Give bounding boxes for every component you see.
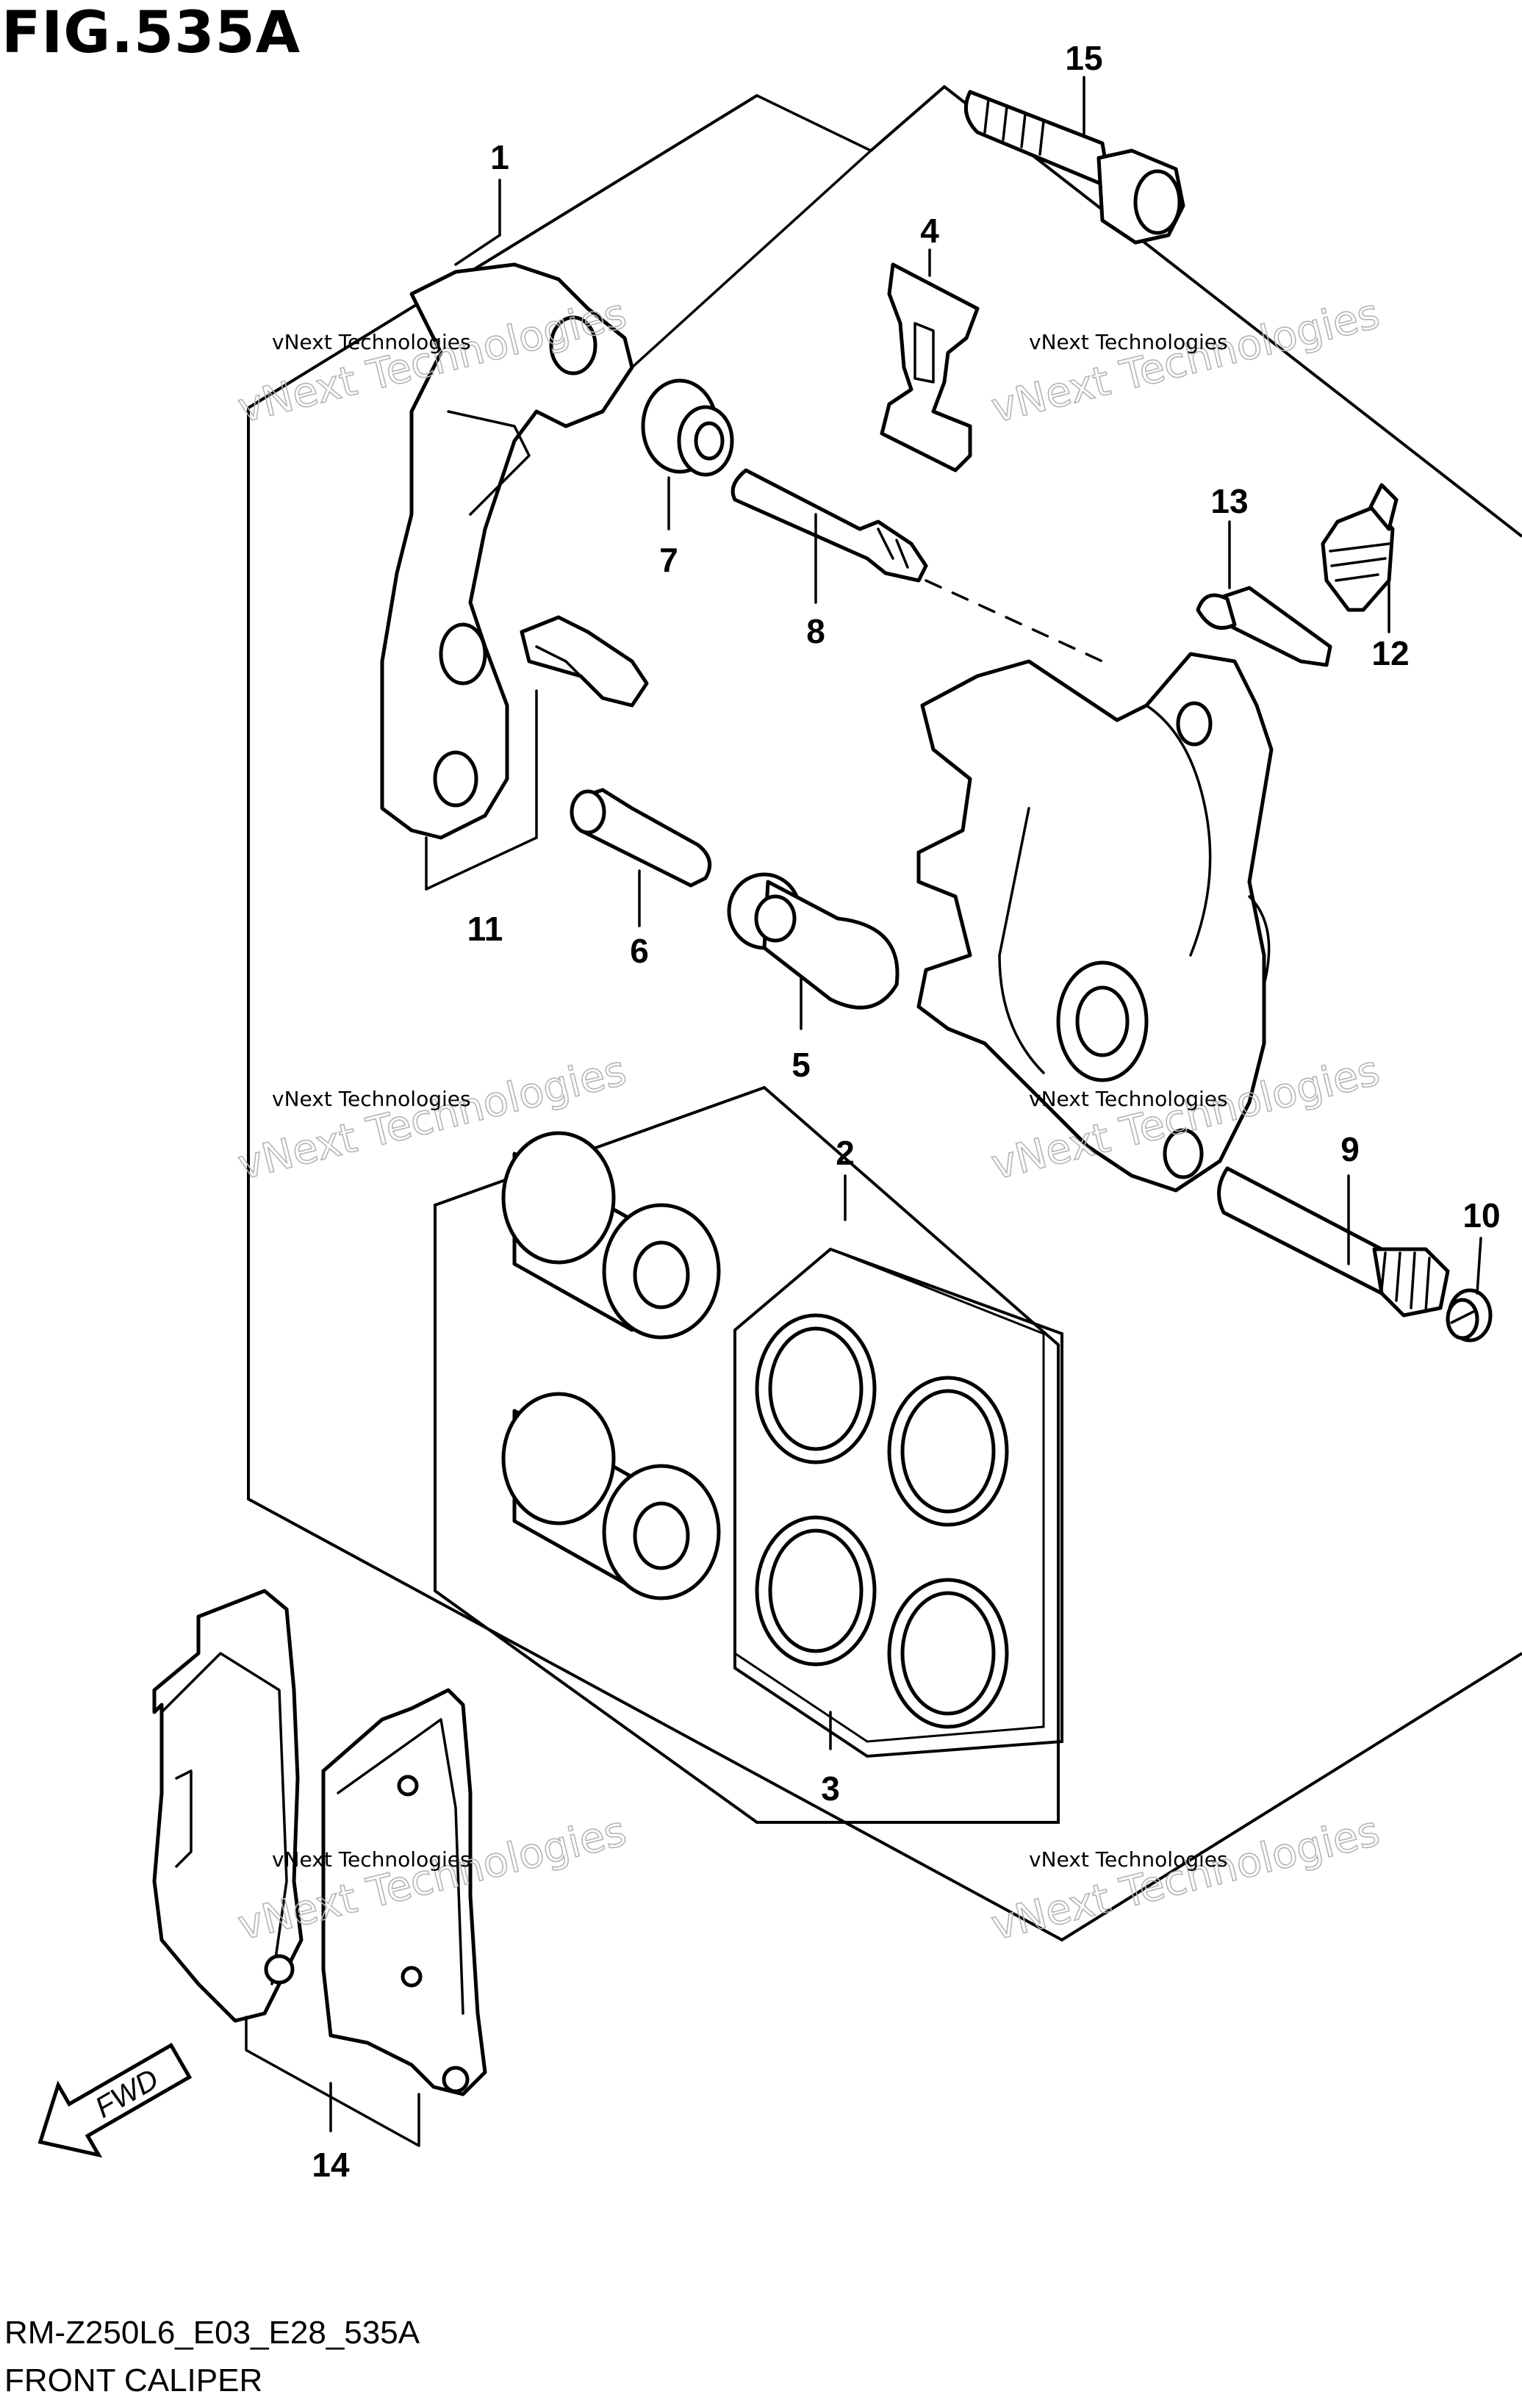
caliper-body-part	[916, 652, 1274, 1193]
piston-upper-part	[501, 1131, 721, 1340]
callout-1: 1	[490, 138, 509, 176]
watermark-small-5: vNext Technologies	[272, 1847, 471, 1872]
forward-direction-arrow: FWD	[37, 2042, 193, 2158]
callout-15: 15	[1065, 39, 1102, 77]
callout-numbers: 1 2 3 4 5 6 7 8 9 10 11 12 13 14 15	[312, 39, 1500, 2184]
callout-14: 14	[312, 2146, 350, 2184]
callout-2: 2	[836, 1134, 855, 1172]
model-code: RM-Z250L6_E03_E28_535A	[4, 2315, 420, 2351]
slide-pin-upper-part	[731, 468, 928, 583]
section-name: FRONT CALIPER	[4, 2362, 263, 2398]
callout-6: 6	[630, 932, 649, 970]
callout-4: 4	[920, 212, 939, 250]
watermark-big-2: vNext Technologies	[987, 290, 1385, 433]
mounting-bolt-part	[963, 90, 1185, 245]
callout-9: 9	[1340, 1130, 1360, 1168]
watermark-small-6: vNext Technologies	[1029, 1847, 1228, 1872]
watermark-big-6: vNext Technologies	[987, 1808, 1385, 1950]
piston-lower-part	[501, 1392, 721, 1600]
plug-part	[1446, 1288, 1493, 1343]
watermark-small-1: vNext Technologies	[272, 330, 471, 354]
watermark-top-right: vNext Technologies vNext Technologies	[986, 290, 1385, 434]
callout-7: 7	[659, 541, 678, 579]
callout-10: 10	[1462, 1196, 1500, 1234]
slide-pin-boot-part	[727, 872, 900, 1010]
callout-5: 5	[791, 1046, 811, 1084]
callout-8: 8	[806, 612, 825, 650]
callout-3: 3	[821, 1769, 840, 1808]
bleeder-valve-part	[1321, 483, 1399, 612]
callout-leaders	[329, 76, 1482, 2132]
figure-title: FIG.535A	[1, 0, 301, 66]
pad-retainer-part	[880, 262, 980, 472]
piston-seals-part	[755, 1313, 1009, 1729]
piston-kit-outline	[434, 1085, 1060, 1824]
watermark-bottom-right: vNext Technologies vNext Technologies	[986, 1807, 1385, 1951]
brake-pad-inner-part	[321, 1688, 487, 2096]
caliper-bracket-part	[380, 262, 634, 840]
brake-pad-outer-part	[152, 1589, 304, 2023]
assembly-outline	[869, 85, 1522, 538]
watermark-small-4: vNext Technologies	[1029, 1087, 1228, 1111]
watermark-small-2: vNext Technologies	[1029, 330, 1228, 354]
callout-11: 11	[467, 910, 503, 948]
callout-13: 13	[1210, 482, 1248, 520]
slide-pin-lower-part	[570, 788, 712, 888]
pad-spring-part	[520, 615, 649, 708]
callout-12: 12	[1371, 634, 1409, 672]
watermark-small-3: vNext Technologies	[272, 1087, 471, 1111]
boot-part	[641, 378, 734, 477]
bleeder-cap-part	[1196, 586, 1332, 667]
pad-pin-part	[1217, 1166, 1450, 1318]
